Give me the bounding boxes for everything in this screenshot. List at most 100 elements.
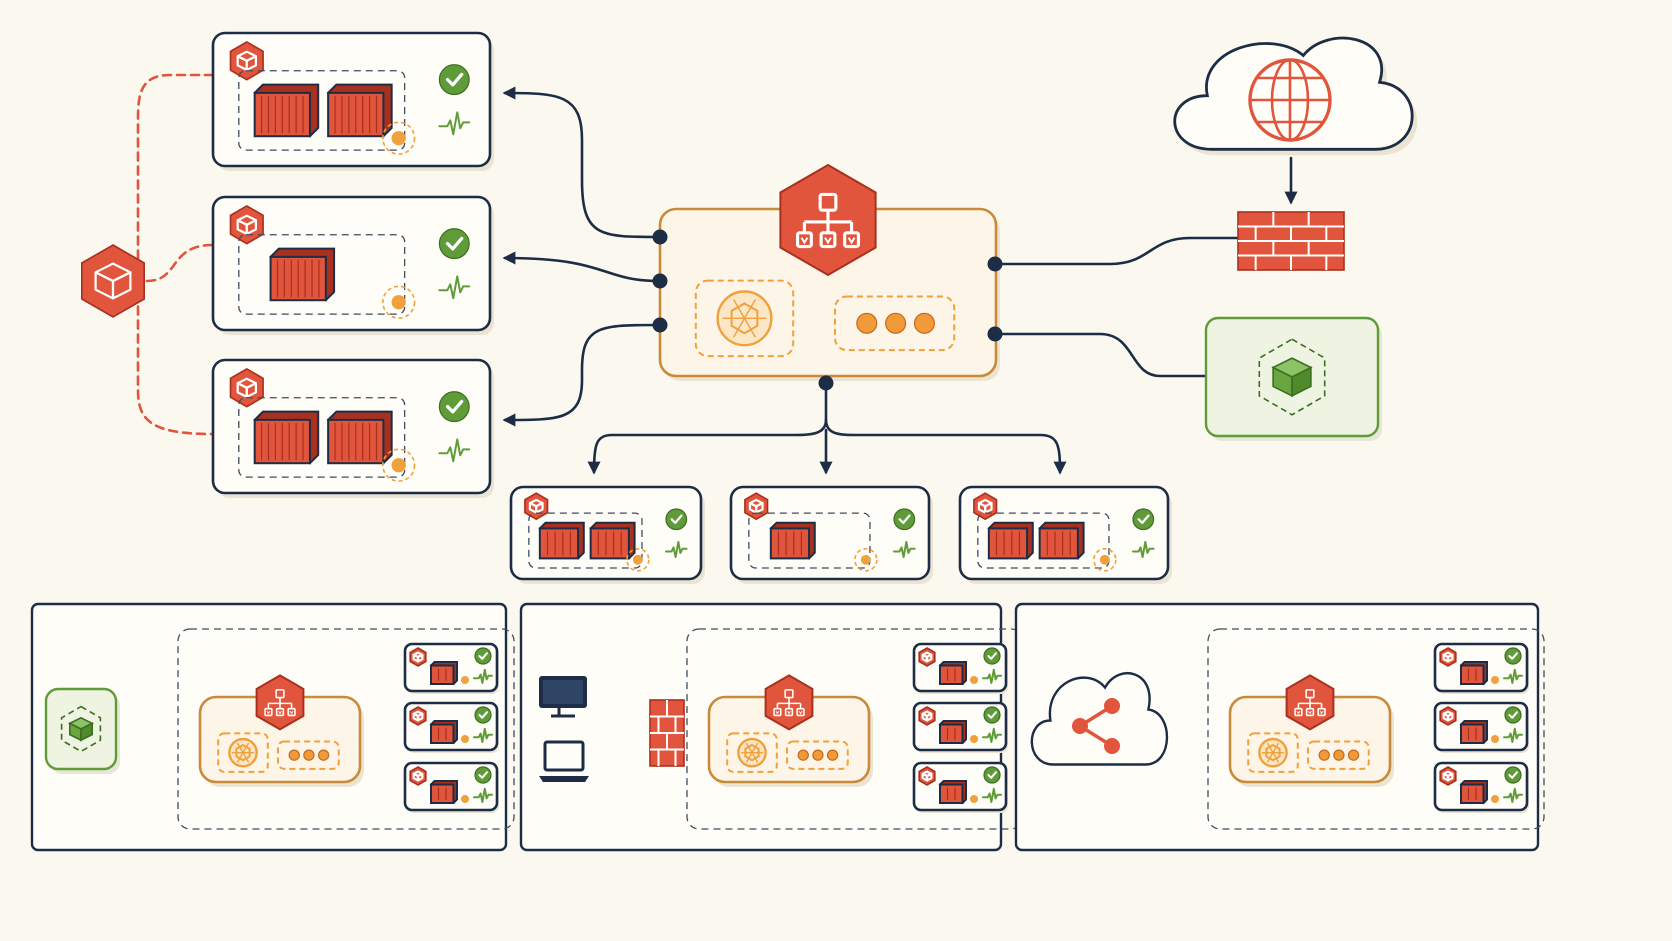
hierarchy-arrow — [800, 237, 809, 245]
check-circle-icon — [893, 508, 916, 531]
shipping-container-icon — [1459, 661, 1488, 686]
check-circle — [1504, 766, 1522, 784]
pulse-icon — [664, 540, 688, 559]
status-dot — [1318, 749, 1330, 761]
gear-spoke — [242, 742, 250, 754]
pod-node — [509, 485, 705, 584]
cube-icon — [68, 716, 94, 742]
variant-panel-2 — [519, 602, 1024, 852]
pod-node — [958, 485, 1172, 584]
check-mark — [478, 652, 488, 660]
check-circle — [474, 706, 492, 724]
cube-icon — [409, 706, 427, 726]
container-face — [939, 723, 964, 744]
status-dot — [812, 749, 824, 761]
pod-node — [211, 358, 494, 498]
cube-right — [416, 772, 424, 782]
gear-spoke — [1272, 742, 1280, 754]
hierarchy-node — [784, 689, 794, 699]
edge-firewall-to-ingress — [993, 236, 1240, 266]
service-boundary — [686, 628, 1024, 830]
shipping-container-icon — [429, 661, 458, 686]
shipping-container-icon — [269, 247, 336, 302]
status-dot — [317, 749, 330, 761]
check-circle-icon — [983, 647, 1001, 665]
sidecar-ring — [626, 547, 650, 572]
hierarchy-arrow — [787, 710, 791, 715]
check-mark — [987, 771, 997, 779]
source-cloud[interactable] — [1030, 672, 1169, 766]
container-face — [430, 723, 455, 744]
status-dot — [856, 312, 878, 334]
connector-dot — [652, 317, 668, 333]
mini-pod-1 — [912, 642, 1008, 694]
share-network-icon — [1072, 698, 1120, 754]
sidecar-dot — [632, 554, 643, 565]
container-face — [769, 527, 811, 560]
shipping-container-icon — [253, 83, 320, 138]
container-face — [1460, 664, 1485, 685]
check-circle-icon — [438, 391, 470, 423]
shipping-container-icon — [326, 83, 393, 138]
pulse-icon — [473, 668, 493, 684]
hierarchy-node — [796, 707, 805, 717]
pulse-icon — [1503, 668, 1523, 684]
sidecar-ring — [382, 285, 416, 319]
sidecar-ring — [382, 448, 416, 482]
container-group — [528, 512, 643, 569]
monitor-stand — [551, 708, 575, 718]
monitor-glass — [543, 680, 583, 704]
laptop-screen[interactable] — [543, 740, 585, 772]
globe-icon — [1248, 58, 1332, 142]
hierarchy-node — [1294, 707, 1303, 717]
cube-icon — [1271, 357, 1313, 398]
cube-right — [111, 271, 132, 300]
share-link — [1079, 704, 1113, 748]
mini-pod-1 — [403, 642, 499, 694]
sidecar-dot — [461, 795, 469, 803]
cube-icon — [409, 766, 427, 786]
pulse-line — [892, 540, 916, 559]
pulse-line — [982, 787, 1002, 803]
check-circle — [893, 508, 916, 531]
hierarchy-node — [1305, 689, 1315, 699]
shipping-container-icon — [429, 720, 458, 745]
check-mark — [898, 514, 911, 525]
cube-icon — [229, 367, 264, 408]
pulse-line — [1503, 727, 1523, 743]
hierarchy-node — [1305, 707, 1315, 717]
sidecar-dot — [1491, 676, 1499, 684]
cube-right — [416, 653, 424, 663]
check-circle — [1132, 508, 1155, 531]
brick-wall-icon — [1237, 211, 1345, 271]
ingress-controller — [198, 674, 364, 787]
hierarchy-icon — [255, 674, 305, 731]
hierarchy-node — [843, 231, 861, 249]
pulse-icon — [892, 540, 916, 559]
check-circle — [474, 766, 492, 784]
pulse-line — [982, 668, 1002, 684]
cube-right — [1446, 712, 1454, 722]
pulse-icon — [438, 111, 471, 136]
check-circle — [438, 391, 470, 423]
status-dot — [885, 312, 907, 334]
hierarchy-links — [776, 697, 802, 709]
container-face — [939, 783, 964, 804]
gear-inner — [1265, 743, 1281, 762]
nodes — [30, 31, 1545, 852]
internet-cloud[interactable] — [1173, 36, 1414, 151]
sidecar-icon — [382, 121, 416, 155]
hierarchy-icon — [779, 163, 877, 277]
laptop-base — [539, 776, 589, 782]
sidecar-icon — [626, 547, 650, 572]
variant-panel-3 — [1014, 602, 1545, 852]
sidecar-dot — [391, 131, 406, 146]
pulse-line — [473, 727, 493, 743]
cube-right — [925, 772, 933, 782]
cube-icon — [918, 766, 936, 786]
shipping-container-icon — [1038, 521, 1085, 560]
pulse-line — [1503, 668, 1523, 684]
gear-spoke — [732, 299, 746, 319]
container-face — [430, 783, 455, 804]
check-circle-icon — [665, 508, 688, 531]
